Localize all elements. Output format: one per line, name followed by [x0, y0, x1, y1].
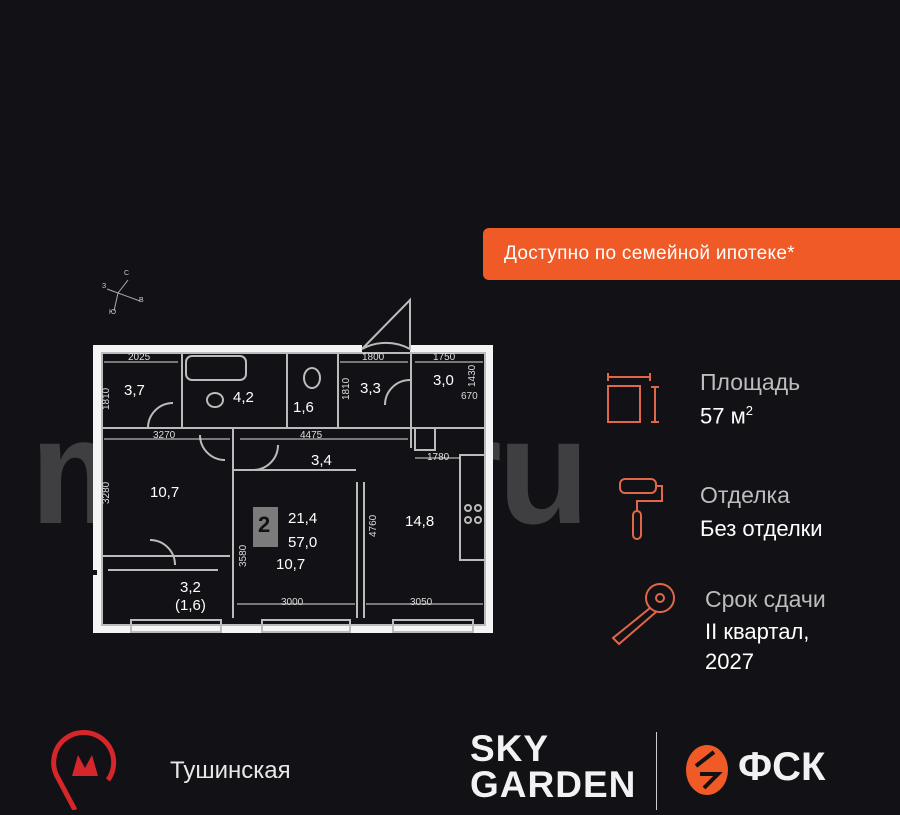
dim-label: 4760 [368, 514, 379, 537]
metro-station: Тушинская [170, 757, 291, 784]
brand-line1: SKY [470, 728, 550, 769]
dim-label: 3270 [153, 430, 176, 441]
total-area: 57,0 [288, 534, 318, 551]
logo-divider [656, 732, 657, 810]
room-area: 3,3 [360, 380, 381, 397]
compass-north: С [124, 270, 130, 277]
finish-value: Без отделки [700, 516, 823, 541]
dim-label: 1810 [341, 377, 352, 400]
room-area: 10,7 [276, 556, 306, 573]
dim-label: 2025 [128, 352, 151, 363]
compass-east: В [139, 297, 144, 304]
deadline-quarter: II квартал, [705, 619, 810, 644]
area-value: 57 м2 [700, 403, 753, 429]
area-unit-sup: 2 [745, 403, 753, 418]
paint-roller-icon [617, 475, 667, 550]
brand-line2: GARDEN [470, 764, 637, 805]
compass-west: З [102, 283, 107, 290]
dim-label: 3050 [410, 597, 433, 608]
banner-text: Доступно по семейной ипотеке* [504, 243, 795, 264]
dim-label: 1430 [467, 364, 478, 387]
finish-label: Отделка [700, 482, 790, 508]
family-mortgage-banner: Доступно по семейной ипотеке* [483, 228, 900, 280]
compass-icon: С З В Ю [95, 268, 150, 323]
dim-label: 3000 [281, 597, 304, 608]
dim-label: 3580 [238, 544, 249, 567]
developer-logo-text: ФСК [738, 745, 826, 789]
room-area: 4,2 [233, 389, 254, 406]
dim-label: 670 [461, 391, 478, 402]
room-area: 10,7 [150, 484, 180, 501]
dim-label: 4475 [300, 430, 323, 441]
area-label: Площадь [700, 369, 801, 395]
room-area: 3,7 [124, 382, 145, 399]
dim-label: 1750 [433, 352, 456, 363]
room-area: 3,0 [433, 372, 454, 389]
room-area: 3,4 [311, 452, 332, 469]
room-area: 14,8 [405, 513, 435, 530]
area-icon [605, 372, 665, 437]
area-number: 57 м [700, 403, 746, 429]
dim-label: 3280 [101, 481, 112, 504]
room-area: (1,6) [175, 597, 206, 614]
key-icon [605, 580, 680, 655]
metro-icon [50, 718, 120, 815]
dim-label: 1780 [427, 452, 450, 463]
living-area: 21,4 [288, 510, 318, 527]
room-area: 3,2 [180, 579, 201, 596]
compass-south: Ю [109, 309, 117, 316]
fsk-logo-icon [684, 744, 730, 801]
dim-label: 1800 [362, 352, 385, 363]
deadline-label: Срок сдачи [705, 586, 826, 612]
dim-label: 1810 [101, 387, 112, 410]
rooms-count-badge: 2 [258, 512, 271, 537]
room-area: 1,6 [293, 399, 314, 416]
deadline-year: 2027 [705, 649, 754, 674]
